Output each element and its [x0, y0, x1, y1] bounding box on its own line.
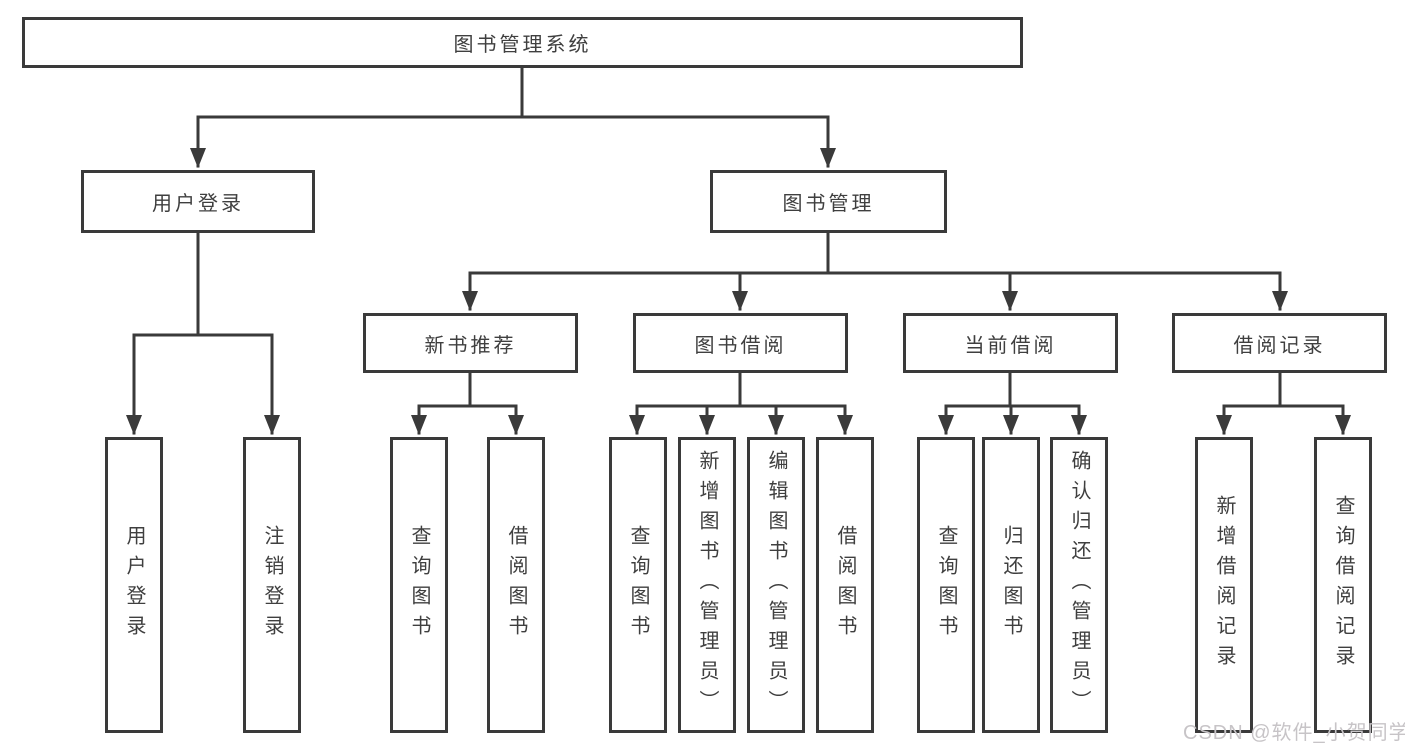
connector-user-login — [132, 231, 274, 337]
node-new-book-recommend: 新书推荐 — [363, 313, 578, 373]
connector-book-management — [468, 231, 1282, 275]
connector-borrow-records — [1222, 371, 1345, 408]
leaf-borrow-books-borrow: 借阅图书 — [816, 437, 874, 733]
leaf-query-books-current: 查询图书 — [917, 437, 975, 733]
watermark: CSDN @软件_小贺同学 — [1183, 722, 1405, 744]
node-book-management: 图书管理 — [710, 170, 947, 233]
node-root: 图书管理系统 — [22, 17, 1023, 68]
leaf-confirm-return-admin: 确认归还（管理员） — [1050, 437, 1108, 733]
leaf-query-books-borrow: 查询图书 — [609, 437, 667, 733]
leaf-borrow-books-recommend: 借阅图书 — [487, 437, 545, 733]
leaf-user-login: 用户登录 — [105, 437, 163, 733]
node-book-borrow: 图书借阅 — [633, 313, 848, 373]
node-current-borrow: 当前借阅 — [903, 313, 1118, 373]
node-borrow-records: 借阅记录 — [1172, 313, 1387, 373]
connector-current-borrow — [944, 371, 1081, 408]
leaf-query-borrow-record: 查询借阅记录 — [1314, 437, 1372, 733]
leaf-query-books-recommend: 查询图书 — [390, 437, 448, 733]
connector-root — [196, 64, 830, 119]
connector-new-book-recommend — [417, 371, 518, 408]
leaf-add-book-admin: 新增图书（管理员） — [678, 437, 736, 733]
leaf-add-borrow-record: 新增借阅记录 — [1195, 437, 1253, 733]
connector-book-borrow — [635, 371, 847, 408]
node-user-login: 用户登录 — [81, 170, 315, 233]
leaf-logout: 注销登录 — [243, 437, 301, 733]
leaf-edit-book-admin: 编辑图书（管理员） — [747, 437, 805, 733]
leaf-return-book: 归还图书 — [982, 437, 1040, 733]
